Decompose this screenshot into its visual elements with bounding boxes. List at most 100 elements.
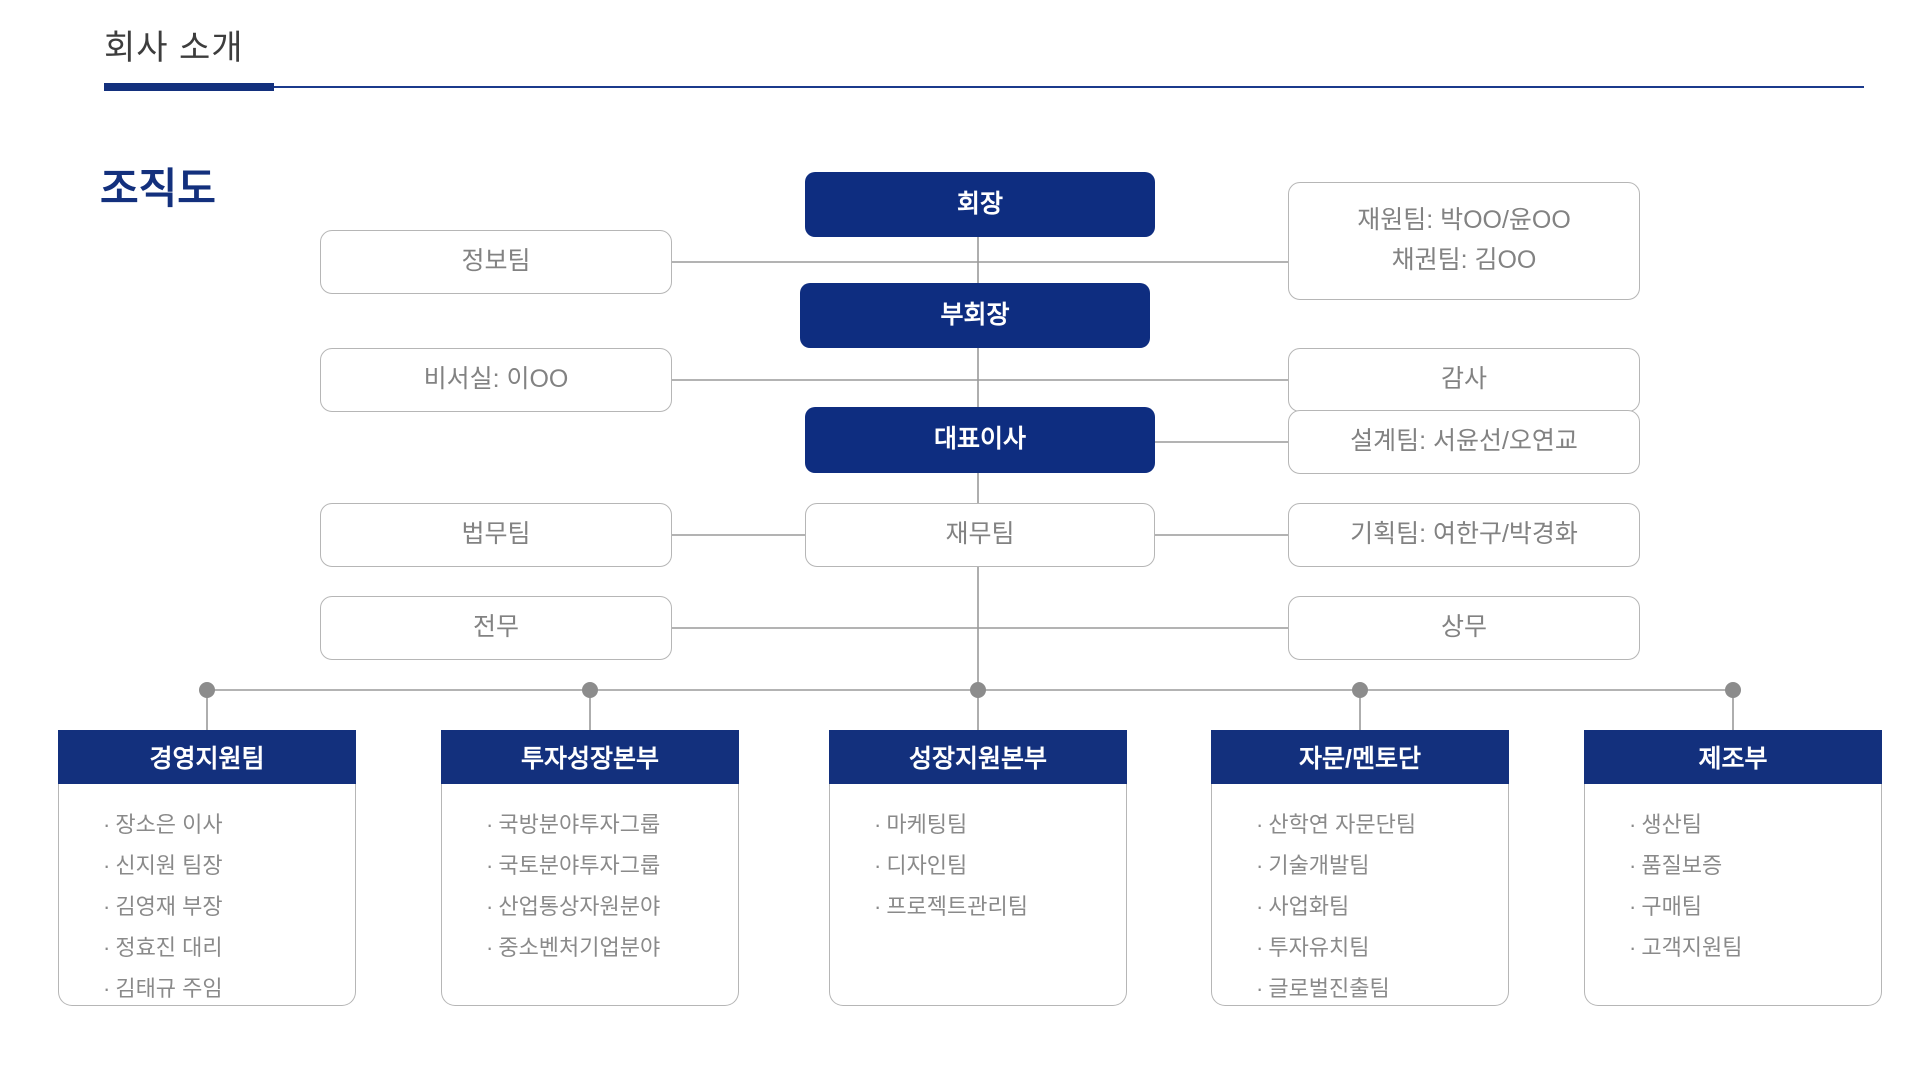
- page-title: 회사 소개: [104, 29, 244, 67]
- dept-card-1-member-list: ·국방분야투자그룹 ·국토분야투자그룹 ·산업통상자원분야 ·중소벤처기업분야: [486, 814, 738, 959]
- dept-card-0[interactable]: 경영지원팀 ·장소은 이사 ·신지원 팀장 ·김영재 부장 ·정효진 대리 ·김…: [58, 730, 356, 1006]
- node-secretary-office[interactable]: 비서실: 이OO: [320, 348, 672, 412]
- dept-member-label: 품질보증: [1641, 853, 1723, 878]
- node-legal-team[interactable]: 법무팀: [320, 503, 672, 567]
- node-senior-managing-director[interactable]: 전무: [320, 596, 672, 660]
- bullet-icon: ·: [486, 853, 494, 878]
- dept-card-4-body: ·생산팀 ·품질보증 ·구매팀 ·고객지원팀: [1584, 784, 1882, 1006]
- node-legal-team-label: 법무팀: [461, 520, 531, 549]
- dept-card-3-body: ·산학연 자문단팀 ·기술개발팀 ·사업화팀 ·투자유치팀 ·글로벌진출팀: [1211, 784, 1509, 1006]
- bullet-icon: ·: [103, 894, 111, 919]
- bullet-icon: ·: [1629, 935, 1637, 960]
- dept-member-label: 신지원 팀장: [115, 853, 223, 878]
- list-item: ·김태규 주임: [103, 978, 355, 1000]
- bullet-icon: ·: [103, 853, 111, 878]
- bullet-icon: ·: [486, 812, 494, 837]
- node-funding-team-label: 재원팀: 박OO/윤OO: [1357, 206, 1571, 235]
- dept-card-2-title: 성장지원본부: [829, 730, 1127, 784]
- bullet-icon: ·: [1629, 812, 1637, 837]
- node-design-team-label: 설계팀: 서윤선/오연교: [1350, 427, 1578, 456]
- dept-member-label: 디자인팀: [886, 853, 968, 878]
- dept-member-label: 마케팅팀: [886, 812, 968, 837]
- node-credit-team-label: 채권팀: 김OO: [1391, 246, 1537, 274]
- node-audit[interactable]: 감사: [1288, 348, 1640, 412]
- node-planning-team-label: 기획팀: 여한구/박경화: [1350, 520, 1578, 549]
- bullet-icon: ·: [1629, 853, 1637, 878]
- list-item: ·정효진 대리: [103, 937, 355, 959]
- bullet-icon: ·: [1629, 894, 1637, 919]
- dept-card-0-body: ·장소은 이사 ·신지원 팀장 ·김영재 부장 ·정효진 대리 ·김태규 주임: [58, 784, 356, 1006]
- header-divider-accent: [104, 82, 274, 91]
- list-item: ·마케팅팀: [874, 814, 1126, 836]
- bullet-icon: ·: [103, 812, 111, 837]
- dept-member-label: 프로젝트관리팀: [886, 894, 1029, 919]
- list-item: ·김영재 부장: [103, 896, 355, 918]
- dept-member-label: 산학연 자문단팀: [1268, 812, 1417, 837]
- node-ceo[interactable]: 대표이사: [805, 407, 1155, 473]
- node-funding-credit-teams[interactable]: 재원팀: 박OO/윤OO 채권팀: 김OO: [1288, 182, 1640, 300]
- dept-card-4-member-list: ·생산팀 ·품질보증 ·구매팀 ·고객지원팀: [1629, 814, 1881, 959]
- dept-member-label: 사업화팀: [1268, 894, 1350, 919]
- list-item: ·구매팀: [1629, 896, 1881, 918]
- node-finance-team-label: 재무팀: [945, 520, 1015, 549]
- list-item: ·산업통상자원분야: [486, 896, 738, 918]
- dept-card-1[interactable]: 투자성장본부 ·국방분야투자그룹 ·국토분야투자그룹 ·산업통상자원분야 ·중소…: [441, 730, 739, 1006]
- list-item: ·기술개발팀: [1256, 855, 1508, 877]
- bullet-icon: ·: [486, 894, 494, 919]
- bullet-icon: ·: [1256, 812, 1264, 837]
- bullet-icon: ·: [1256, 935, 1264, 960]
- list-item: ·디자인팀: [874, 855, 1126, 877]
- dept-member-label: 김영재 부장: [115, 894, 223, 919]
- bullet-icon: ·: [1256, 976, 1264, 1001]
- header-divider: [104, 82, 1864, 91]
- list-item: ·신지원 팀장: [103, 855, 355, 877]
- node-info-team[interactable]: 정보팀: [320, 230, 672, 294]
- dept-card-2-body: ·마케팅팀 ·디자인팀 ·프로젝트관리팀: [829, 784, 1127, 1006]
- dept-card-2-member-list: ·마케팅팀 ·디자인팀 ·프로젝트관리팀: [874, 814, 1126, 918]
- list-item: ·고객지원팀: [1629, 937, 1881, 959]
- dept-card-2[interactable]: 성장지원본부 ·마케팅팀 ·디자인팀 ·프로젝트관리팀: [829, 730, 1127, 1006]
- list-item: ·프로젝트관리팀: [874, 896, 1126, 918]
- chart-title: 조직도: [100, 165, 216, 212]
- list-item: ·국토분야투자그룹: [486, 855, 738, 877]
- node-managing-director-label: 상무: [1440, 613, 1487, 642]
- bullet-icon: ·: [486, 935, 494, 960]
- list-item: ·글로벌진출팀: [1256, 978, 1508, 1000]
- dept-member-label: 중소벤처기업분야: [498, 935, 661, 960]
- node-vice-chairman-label: 부회장: [940, 300, 1010, 329]
- dept-card-3-member-list: ·산학연 자문단팀 ·기술개발팀 ·사업화팀 ·투자유치팀 ·글로벌진출팀: [1256, 814, 1508, 1000]
- dept-member-label: 국방분야투자그룹: [498, 812, 661, 837]
- dept-member-label: 생산팀: [1641, 812, 1703, 837]
- node-info-team-label: 정보팀: [461, 247, 531, 276]
- node-chairman[interactable]: 회장: [805, 172, 1155, 237]
- dept-member-label: 투자유치팀: [1268, 935, 1370, 960]
- dept-member-label: 장소은 이사: [115, 812, 223, 837]
- dept-card-3[interactable]: 자문/멘토단 ·산학연 자문단팀 ·기술개발팀 ·사업화팀 ·투자유치팀 ·글로…: [1211, 730, 1509, 1006]
- dept-card-4[interactable]: 제조부 ·생산팀 ·품질보증 ·구매팀 ·고객지원팀: [1584, 730, 1882, 1006]
- node-managing-director[interactable]: 상무: [1288, 596, 1640, 660]
- list-item: ·장소은 이사: [103, 814, 355, 836]
- bullet-icon: ·: [874, 894, 882, 919]
- dept-member-label: 정효진 대리: [115, 935, 223, 960]
- page-header: 회사 소개: [104, 28, 1864, 91]
- dept-member-label: 고객지원팀: [1641, 935, 1743, 960]
- bullet-icon: ·: [103, 935, 111, 960]
- node-vice-chairman[interactable]: 부회장: [800, 283, 1150, 348]
- dept-member-label: 김태규 주임: [115, 976, 223, 1001]
- dept-member-label: 구매팀: [1641, 894, 1703, 919]
- dept-member-label: 기술개발팀: [1268, 853, 1370, 878]
- list-item: ·생산팀: [1629, 814, 1881, 836]
- bullet-icon: ·: [874, 853, 882, 878]
- list-item: ·투자유치팀: [1256, 937, 1508, 959]
- dept-member-label: 글로벌진출팀: [1268, 976, 1390, 1001]
- bullet-icon: ·: [874, 812, 882, 837]
- list-item: ·품질보증: [1629, 855, 1881, 877]
- node-ceo-label: 대표이사: [933, 425, 1026, 454]
- node-finance-team[interactable]: 재무팀: [805, 503, 1155, 567]
- node-design-team[interactable]: 설계팀: 서윤선/오연교: [1288, 410, 1640, 474]
- node-audit-label: 감사: [1440, 365, 1487, 394]
- node-planning-team[interactable]: 기획팀: 여한구/박경화: [1288, 503, 1640, 567]
- header-divider-thin: [104, 85, 1864, 88]
- node-secretary-office-label: 비서실: 이OO: [423, 365, 569, 394]
